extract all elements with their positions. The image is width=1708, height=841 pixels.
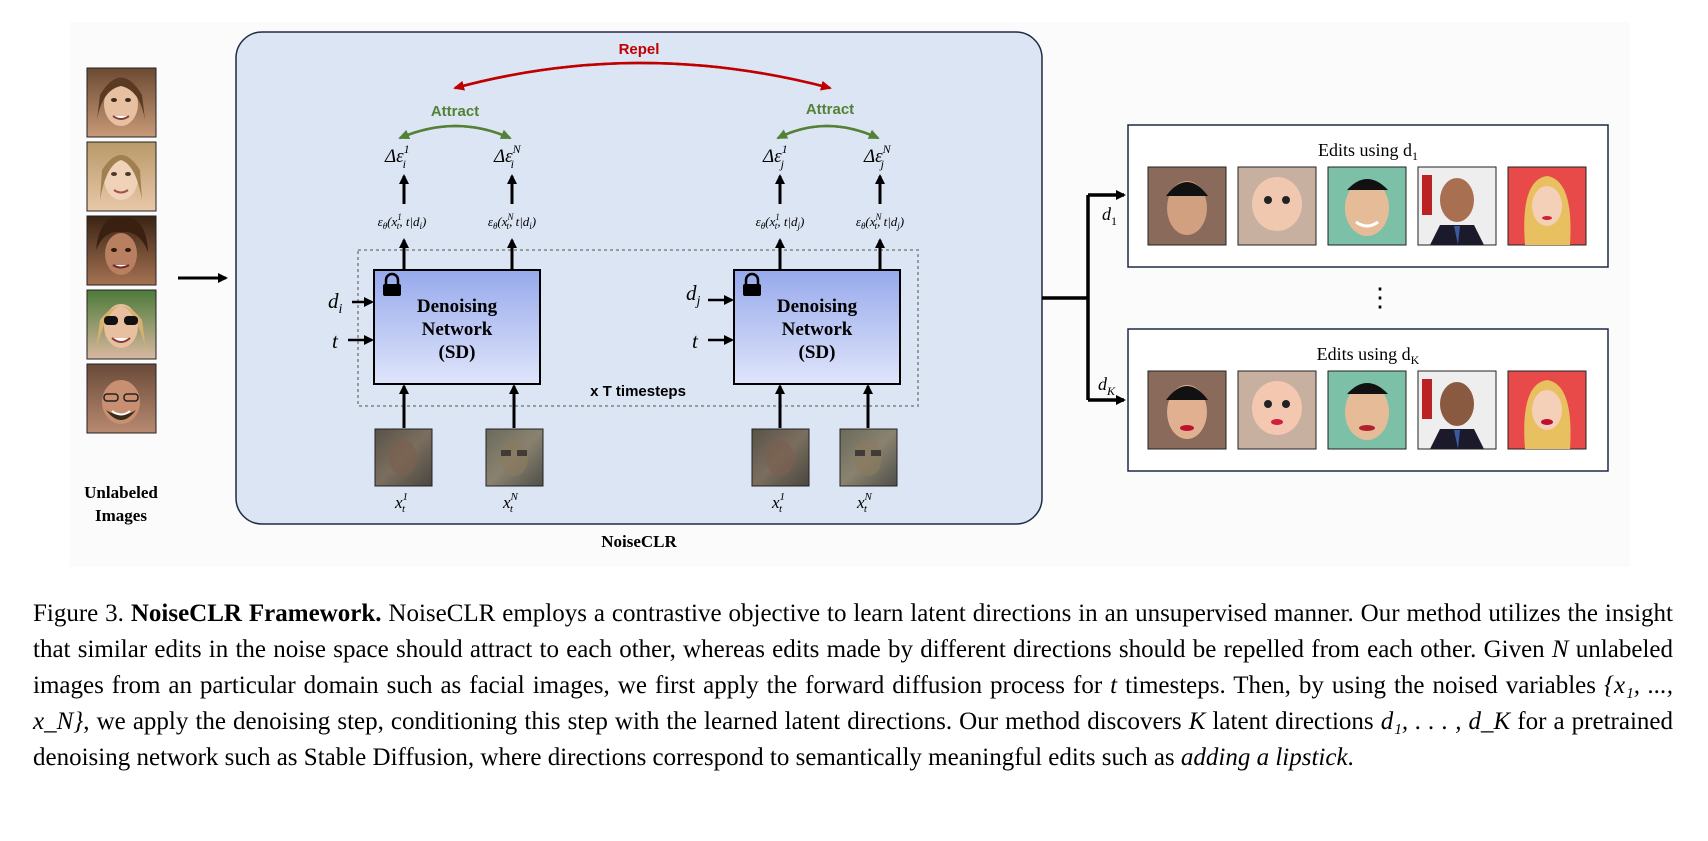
output-connector <box>1042 195 1090 400</box>
network-right-line3: (SD) <box>799 342 836 363</box>
attract-arrow-left-b <box>399 124 512 140</box>
noisy-image-i-N <box>485 428 544 487</box>
edit-top-face-2 <box>1237 166 1317 246</box>
timesteps-box <box>357 249 919 407</box>
left-inputs: di t <box>328 289 343 353</box>
attract-arrow-right-b <box>777 124 880 140</box>
repel-arrow-right <box>454 61 832 91</box>
attract-label-right: Attract <box>806 101 854 118</box>
caption-noised-set: {x₁, ..., x_N} <box>33 672 1673 735</box>
t-label-right: t <box>692 329 699 353</box>
d-j-label: dj <box>686 281 701 309</box>
vertical-ellipsis: ⋮ <box>1367 283 1393 312</box>
attract-label-left: Attract <box>431 103 479 120</box>
noiseclr-box <box>235 31 1043 525</box>
caption-var-N: N <box>1551 636 1569 663</box>
network-right-line1: Denoising <box>777 296 858 317</box>
network-left-line3: (SD) <box>439 342 476 363</box>
caption-period: . <box>1347 744 1354 771</box>
network-out-arrows <box>399 238 885 270</box>
edit-bottom-face-2 <box>1237 370 1317 450</box>
d-i-label: di <box>328 289 343 317</box>
caption-prefix: Figure 3. <box>33 600 131 627</box>
noisy-image-j-N <box>839 428 898 487</box>
unlabeled-label-line1: Unlabeled <box>84 483 158 502</box>
edit-bottom-face-3 <box>1327 370 1407 450</box>
input-face-4 <box>86 289 157 360</box>
network-left-line2: Network <box>422 319 493 340</box>
caption-directions: d₁, . . . , d_K <box>1380 708 1511 735</box>
noisy-images <box>374 428 898 487</box>
noisy-input-arrows <box>399 384 873 428</box>
eps-arrows <box>399 174 885 204</box>
input-face-1 <box>86 67 157 138</box>
figure-caption: Figure 3. NoiseCLR Framework. NoiseCLR e… <box>33 596 1673 776</box>
caption-text-1: NoiseCLR employs a contrastive objective… <box>33 600 1673 663</box>
repel-label: Repel <box>619 41 660 58</box>
dK-label: dK <box>1098 374 1116 398</box>
unlabeled-label-line2: Images <box>95 506 147 525</box>
caption-text-4: , we apply the denoising step, condition… <box>83 708 1189 735</box>
noiseclr-diagram: Unlabeled Images NoiseCLR x T timesteps … <box>84 31 1609 551</box>
caption-italic-example: adding a lipstick <box>1180 744 1348 771</box>
edit-top-face-1 <box>1147 166 1227 246</box>
edit-bottom-face-4 <box>1417 370 1497 450</box>
input-face-2 <box>86 141 157 212</box>
noisy-image-i-1 <box>374 428 433 487</box>
framework-label: NoiseCLR <box>601 532 677 551</box>
edit-top-face-3 <box>1327 166 1407 246</box>
edits-top-title: Edits using d1 <box>1318 140 1418 163</box>
edits-top-images <box>1147 166 1587 246</box>
input-images: Unlabeled Images <box>84 67 158 525</box>
caption-text-6: for a pretrained denoising network such … <box>33 708 1673 771</box>
caption-var-K: K <box>1188 708 1206 735</box>
denoising-network-right: Denoising Network (SD) <box>733 269 901 385</box>
lock-icon <box>743 272 761 296</box>
edits-bottom-title: Edits using dK <box>1317 344 1420 367</box>
edits-bottom-images <box>1147 370 1587 450</box>
caption-var-t: t <box>1110 672 1118 699</box>
edit-top-face-5 <box>1507 166 1587 246</box>
network-right-line2: Network <box>782 319 853 340</box>
denoising-network-left: Denoising Network (SD) <box>373 269 541 385</box>
lock-icon <box>383 272 401 296</box>
caption-text-5: latent directions <box>1205 708 1381 735</box>
caption-text-3: timesteps. Then, by using the noised var… <box>1117 672 1604 699</box>
network-left-line1: Denoising <box>417 296 498 317</box>
edit-bottom-face-5 <box>1507 370 1587 450</box>
edit-bottom-face-1 <box>1147 370 1227 450</box>
caption-bold-title: NoiseCLR Framework. <box>130 600 382 627</box>
t-label-left: t <box>332 329 339 353</box>
right-inputs: dj t <box>686 281 701 353</box>
edit-top-face-4 <box>1417 166 1497 246</box>
input-face-3 <box>86 215 157 286</box>
d1-label: d1 <box>1102 204 1117 228</box>
caption-text-2: unlabeled images from an particular doma… <box>33 636 1673 699</box>
timesteps-label: x T timesteps <box>590 383 686 400</box>
input-face-5 <box>86 363 157 434</box>
noisy-image-j-1 <box>751 428 810 487</box>
